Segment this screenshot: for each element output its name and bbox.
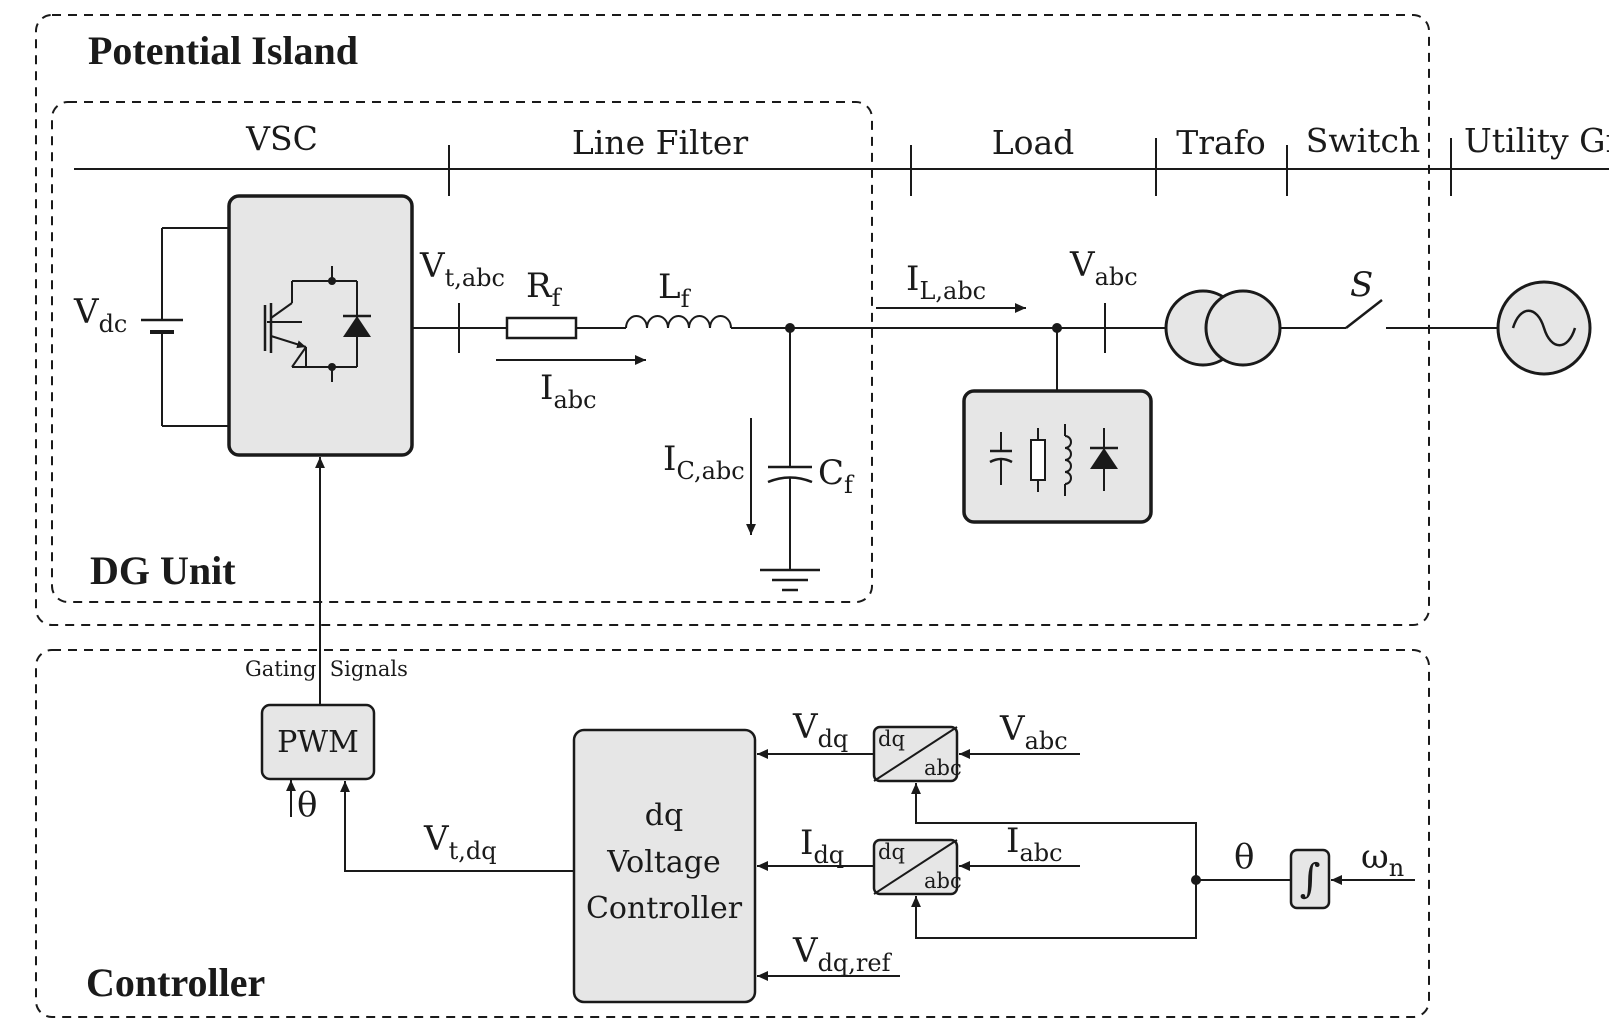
inductor-icon [625,315,732,329]
igbt-diode-icon [263,266,371,382]
transform-v-bottom: abc [924,756,962,780]
label-l-f: Lf [658,267,692,313]
transform-v-top: dq [878,727,905,751]
section-line-filter: Line Filter [572,123,749,162]
section-utility-grid: Utility Grid [1464,121,1609,160]
transform-i-top: dq [878,840,905,864]
label-i-l-abc: IL,abc [906,259,986,305]
integrator-symbol: ∫ [1300,856,1321,902]
label-omega-n: ωn [1361,837,1404,882]
vsc-block [227,194,414,457]
battery-icon [141,227,229,427]
label-i-dq: Idq [800,823,844,869]
theta-wire-top [911,783,1197,880]
integrator-block [1289,848,1331,910]
controller-title: Controller [86,960,265,1005]
controller-line-3: Controller [586,891,743,926]
controller-line-2: Voltage [606,845,720,880]
potential-island-boundary [35,14,1430,626]
label-v-dc: Vdc [73,292,127,338]
label-v-dq: Vdq [792,707,848,753]
label-switch-s: S [1350,265,1373,305]
label-v-t-abc: Vt,abc [419,246,505,292]
load-block [962,389,1153,524]
label-r-f: Rf [526,266,563,312]
section-switch: Switch [1306,121,1420,160]
label-gating-signals: Gating Signals [245,657,408,681]
transform-diagonal [873,726,958,782]
label-v-t-dq: Vt,dq [423,819,497,865]
section-vsc: VSC [245,119,318,158]
resistor-icon [505,316,578,340]
potential-island-title: Potential Island [88,28,358,73]
transformer-icon [1164,289,1282,367]
label-c-f: Cf [818,453,855,499]
controller-boundary [35,649,1430,1018]
switch-icon [1345,299,1383,329]
label-theta: θ [1234,837,1254,877]
label-i-abc: Iabc [540,368,597,414]
ground-icon [760,568,820,592]
label-v-abc: Vabc [1069,245,1138,291]
label-i-c-abc: IC,abc [663,439,745,485]
transform-i-bottom: abc [924,869,962,893]
dg-unit-boundary [51,101,873,603]
section-load: Load [992,123,1075,162]
dq-voltage-controller-block [572,728,757,1004]
ac-source-icon [1496,280,1592,376]
label-pwm-theta: θ [297,785,317,825]
dg-unit-title: DG Unit [90,548,236,593]
label-ctrl-i-abc: Iabc [1006,821,1063,867]
controller-line-1: dq [645,798,683,833]
load-elements-icon [989,424,1118,496]
vt-dq-wire [340,781,574,872]
theta-wire-bottom [911,880,1197,939]
transform-diagonal [873,839,958,895]
section-trafo: Trafo [1176,123,1266,162]
pwm-label: PWM [277,725,359,760]
label-ctrl-v-abc: Vabc [999,709,1068,755]
label-v-dq-ref: Vdq,ref [792,931,893,977]
pwm-block [260,703,376,781]
